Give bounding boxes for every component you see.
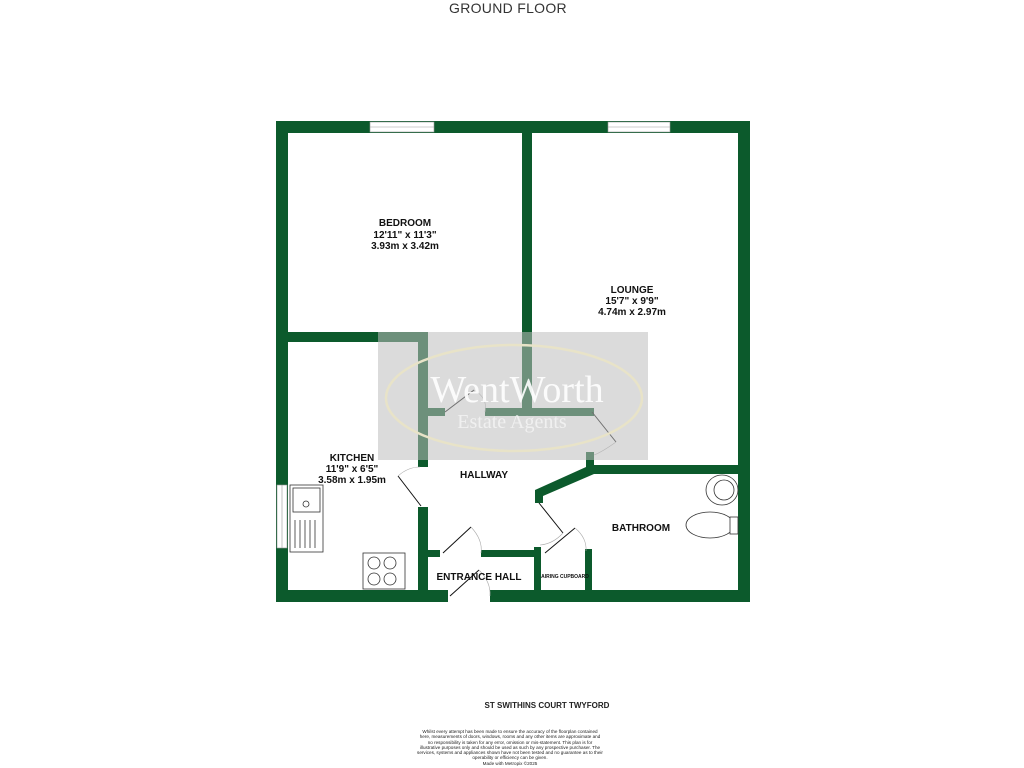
room-name-hallway: HALLWAY [460,470,508,481]
windows [276,121,671,549]
room-name-lounge: LOUNGE [611,285,654,296]
fixtures [289,474,739,590]
credit-text: Made with Metropix ©2025 [482,760,538,766]
room-name-entrance-hall: ENTRANCE HALL [437,572,522,583]
svg-text:WentWorth: WentWorth [430,369,603,411]
toilet-icon [685,511,739,539]
outer-wall-right [738,121,750,602]
disclaimer-text: Whilst every attempt has been made to en… [417,729,603,761]
door-kitchen [397,475,422,507]
hob-icon [362,552,406,590]
room-size-kitchen-metric: 3.58m x 1.95m [318,475,386,486]
room-name-kitchen: KITCHEN [330,453,374,464]
door-bathroom [538,502,564,534]
room-size-kitchen-imperial: 11'9" x 6'5" [326,464,379,475]
room-size-lounge-metric: 4.74m x 2.97m [598,307,666,318]
door-hall [442,526,472,554]
kitchen-sink-icon [289,484,324,553]
wall-bedroom-kitchen [276,332,428,342]
outer-wall-left [276,121,288,602]
wall-kitchen-hall-lower [418,507,428,602]
watermark-logo: WentWorth Estate Agents [378,332,648,460]
wall-bathroom-diagonal [535,467,594,503]
room-name-airing-cupboard: AIRING CUPBOARD [541,574,589,580]
wall-lounge-stub [586,452,594,472]
wall-bathroom-top [586,465,740,474]
wall-airing-left [534,547,541,602]
floor-title: GROUND FLOOR [449,0,567,16]
outer-wall-bottom-right [490,590,750,602]
wall-bedroom-lounge [522,121,532,412]
svg-text:Estate Agents: Estate Agents [457,411,567,433]
wall-airing-right [585,549,592,602]
washbasin-icon [705,474,739,506]
room-name-bathroom: BATHROOM [612,523,670,534]
property-address: ST SWITHINS COURT TWYFORD [484,701,610,710]
door-airing-cupboard [544,527,576,554]
wall-entrance-top [481,550,537,557]
room-size-bedroom-metric: 3.93m x 3.42m [371,241,439,252]
outer-wall-top [276,121,750,133]
wall-entrance-stub [428,550,440,557]
room-size-lounge-imperial: 15'7" x 9'9" [605,296,658,307]
door-entrance [449,569,480,597]
disclaimer: Whilst every attempt has been made to en… [417,729,603,766]
room-name-bedroom: BEDROOM [379,218,431,229]
room-labels: BEDROOM 12'11" x 11'3" 3.93m x 3.42m LOU… [318,218,670,583]
outer-wall-bottom-left [276,590,448,602]
room-size-bedroom-imperial: 12'11" x 11'3" [373,230,436,241]
